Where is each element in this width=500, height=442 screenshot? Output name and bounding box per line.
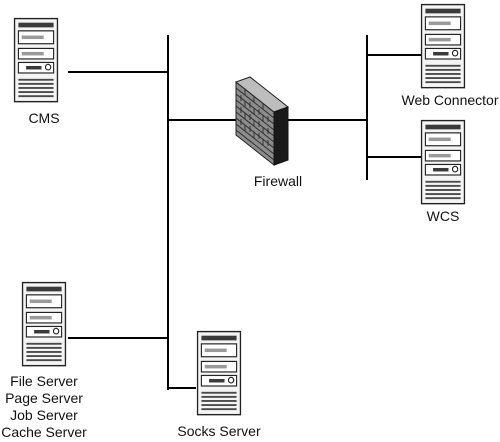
firewall: Firewall [234,76,302,189]
cms-label: CMS [28,110,59,126]
wcs-server: WCS [420,119,466,224]
wcs-label: WCS [427,208,460,224]
web-connector-label: Web Connector [401,92,498,108]
web-connector-server: Web Connector [401,3,499,108]
cache-server-label: Cache Server [1,424,87,440]
server-tower-icon [420,119,466,205]
firewall-label: Firewall [254,173,302,189]
server-tower-icon [420,3,466,89]
file-server-label: File Server [10,373,78,389]
file-server: File Server Page Server Job Server Cache… [1,281,87,440]
server-tower-icon [21,281,67,367]
cms-server: CMS [13,17,60,126]
network-lines [68,35,422,390]
socks-server: Socks Server [177,330,261,439]
server-tower-icon [196,330,242,416]
job-server-label: Job Server [10,407,78,423]
socks-server-label: Socks Server [177,423,261,439]
brick-wall-icon [234,76,290,167]
page-server-label: Page Server [5,390,83,406]
server-tower-icon [13,17,59,103]
